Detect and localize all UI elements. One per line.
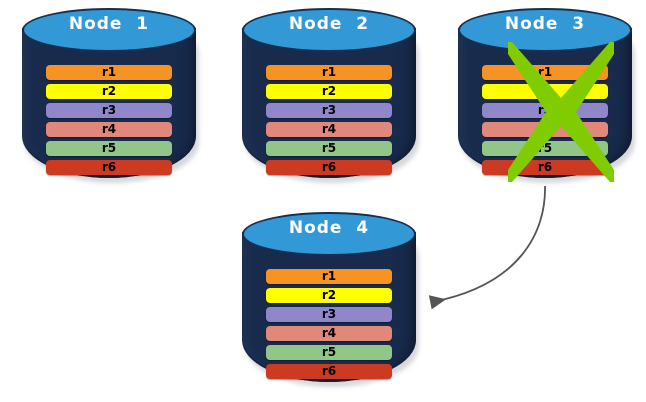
node-1-rows: r1 r2 r3 r4 r5 r6 [46, 65, 172, 175]
node-4-label: Node 4 [288, 218, 370, 238]
row-r1: r1 [482, 65, 608, 80]
node-2[interactable]: Node 2 r1 r2 r3 r4 r5 r6 [242, 8, 419, 183]
row-r6: r6 [266, 364, 392, 379]
row-r6: r6 [46, 160, 172, 175]
row-r5: r5 [46, 141, 172, 156]
node-3-label: Node 3 [504, 14, 586, 34]
node-2-label: Node 2 [288, 14, 370, 34]
node-1[interactable]: Node 1 r1 r2 r3 r4 r5 r6 [22, 8, 199, 183]
row-r5: r5 [266, 345, 392, 360]
row-r4: r4 [266, 326, 392, 341]
row-r6: r6 [266, 160, 392, 175]
row-r2: r2 [482, 84, 608, 99]
row-r1: r1 [266, 65, 392, 80]
row-r3: r3 [266, 103, 392, 118]
node-4-rows: r1 r2 r3 r4 r5 r6 [266, 269, 392, 379]
row-r5: r5 [482, 141, 608, 156]
row-r4: r4 [266, 122, 392, 137]
node-3-rows: r1 r2 r3 r4 r5 r6 [482, 65, 608, 175]
node-top-ellipse [242, 212, 416, 256]
row-r3: r3 [266, 307, 392, 322]
node-top-ellipse [242, 8, 416, 52]
row-r4: r4 [482, 122, 608, 137]
node-3[interactable]: Node 3 r1 r2 r3 r4 r5 r6 [458, 8, 635, 183]
node-4[interactable]: Node 4 r1 r2 r3 r4 r5 r6 [242, 212, 419, 387]
row-r6: r6 [482, 160, 608, 175]
row-r4: r4 [46, 122, 172, 137]
node-2-rows: r1 r2 r3 r4 r5 r6 [266, 65, 392, 175]
node-top-ellipse [22, 8, 196, 52]
row-r2: r2 [266, 84, 392, 99]
row-r5: r5 [266, 141, 392, 156]
row-r1: r1 [46, 65, 172, 80]
row-r2: r2 [46, 84, 172, 99]
row-r2: r2 [266, 288, 392, 303]
row-r1: r1 [266, 269, 392, 284]
row-r3: r3 [482, 103, 608, 118]
row-r3: r3 [46, 103, 172, 118]
node-1-label: Node 1 [68, 14, 150, 34]
